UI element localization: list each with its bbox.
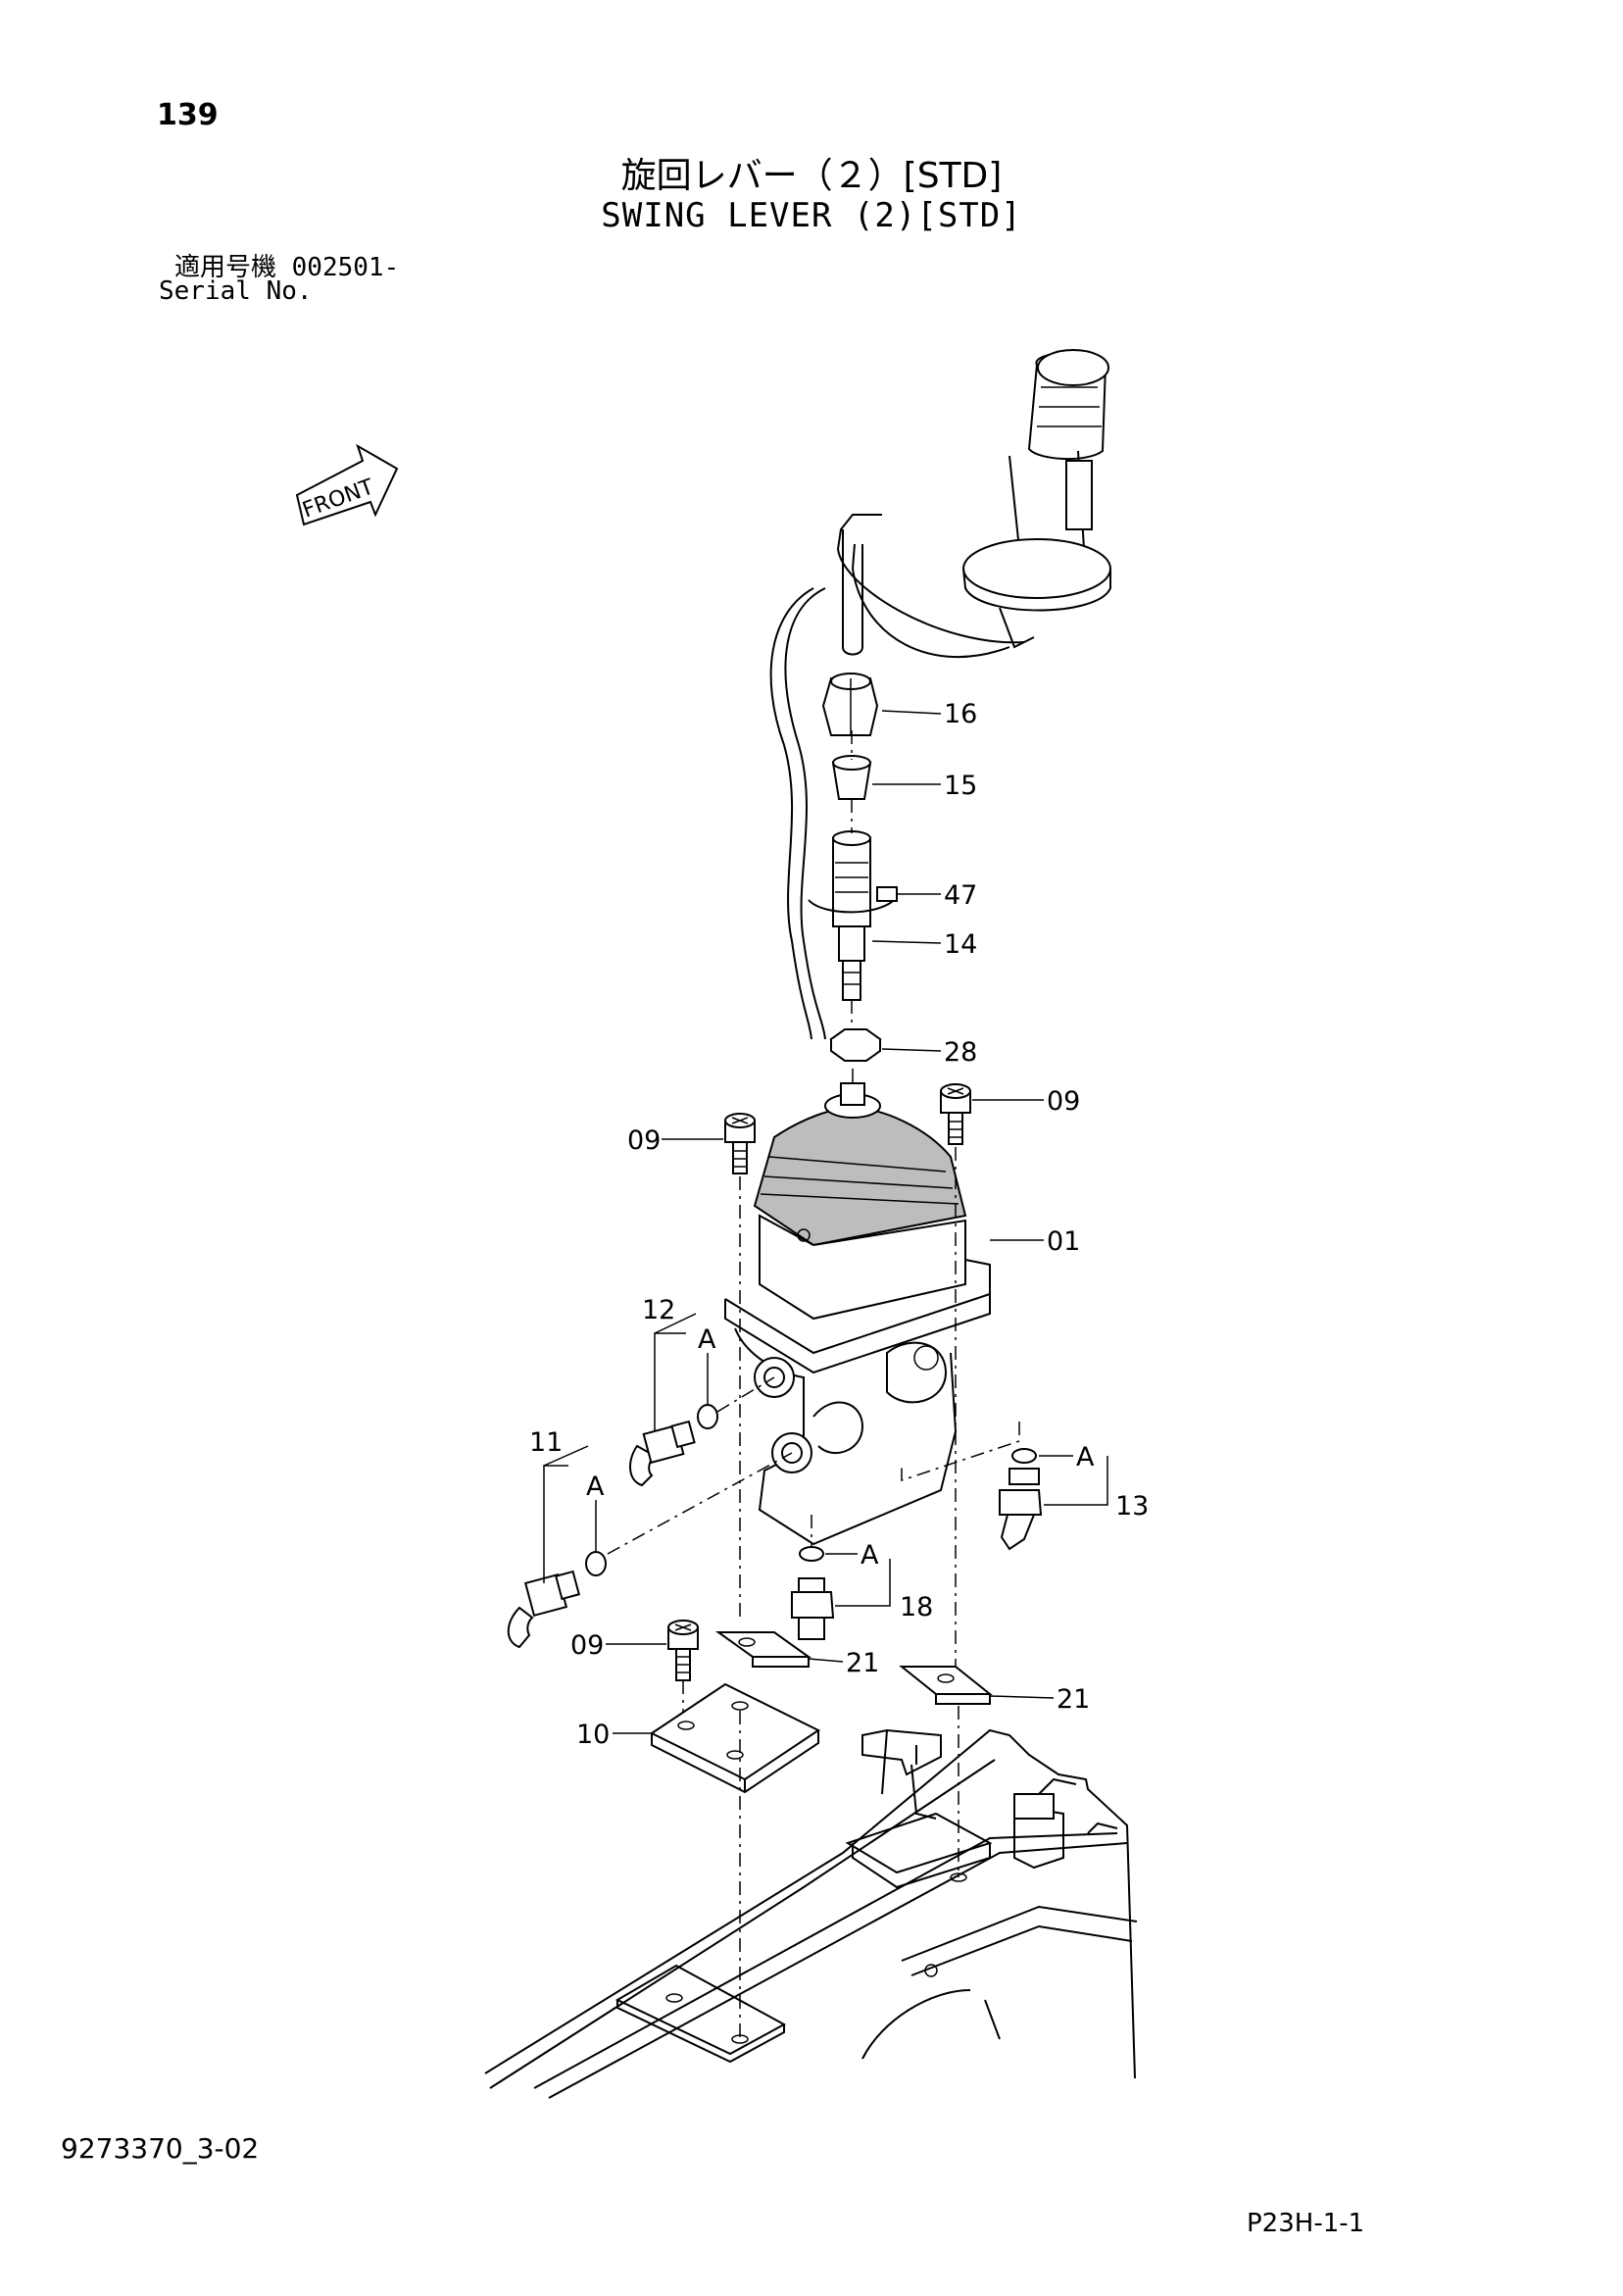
part-21-shim-left: 21 [714,1631,879,1678]
part-28-nut: 28 [829,1028,977,1068]
callout-47: 47 [944,880,977,911]
callout-09-left: 09 [627,1125,661,1156]
base-frame [484,1728,1138,2099]
part-21-shim-right: 21 [899,1666,1090,1715]
serial-label-japanese: 適用号機 002501- [174,253,400,282]
callout-01: 01 [1047,1226,1080,1257]
page-number: 139 [157,98,219,132]
callout-16: 16 [944,699,977,729]
part-14-adapter: 14 [832,830,977,1001]
callout-18: 18 [900,1592,933,1622]
part-13-elbow-fitting: A 13 [901,1422,1149,1551]
part-15-sleeve: 15 [831,755,977,801]
callout-A-12: A [698,1324,716,1355]
title-japanese: 旋回レバー（２）[STD] [620,156,1003,196]
callout-15: 15 [944,771,977,801]
sheet-code: P23H-1-1 [1247,2209,1365,2238]
callout-A-18: A [861,1540,879,1571]
assembly-centerlines [739,730,959,2039]
lever-cable [769,514,1025,1040]
part-16-nut: 16 [821,673,977,736]
part-12-elbow-fitting: 12 A [629,1295,775,1487]
part-09-bolt-right: 09 [940,1083,1080,1145]
part-09-bolt-left: 09 [627,1113,756,1174]
part-01-pilot-valve: 01 [724,1082,1080,1546]
callout-A-11: A [586,1472,605,1502]
part-47-clamp: 47 [808,880,977,914]
part-11-elbow-fitting: 11 A [507,1427,793,1649]
title-english: SWING LEVER (2)[STD] [601,196,1022,235]
serial-label-english: Serial No. [159,276,313,306]
callout-12: 12 [642,1295,675,1325]
part-18-straight-fitting: A 18 [791,1515,933,1640]
front-arrow-icon: FRONT [295,443,399,526]
callout-13: 13 [1115,1491,1149,1522]
callout-09-lower: 09 [570,1630,604,1661]
callout-10: 10 [576,1720,610,1750]
callout-11: 11 [529,1427,563,1458]
callout-14: 14 [944,929,977,960]
lever-grip [962,349,1111,649]
drawing-id: 9273370_3-02 [61,2132,260,2165]
callout-21-left: 21 [846,1648,879,1678]
callout-21-right: 21 [1057,1684,1090,1715]
part-09-bolt-lower: 09 [570,1620,699,1721]
part-10-plate: 10 [576,1682,820,1794]
callout-28: 28 [944,1037,977,1068]
callout-A-13: A [1076,1442,1095,1472]
front-label: FRONT [300,474,378,523]
callout-09-right: 09 [1047,1086,1080,1117]
